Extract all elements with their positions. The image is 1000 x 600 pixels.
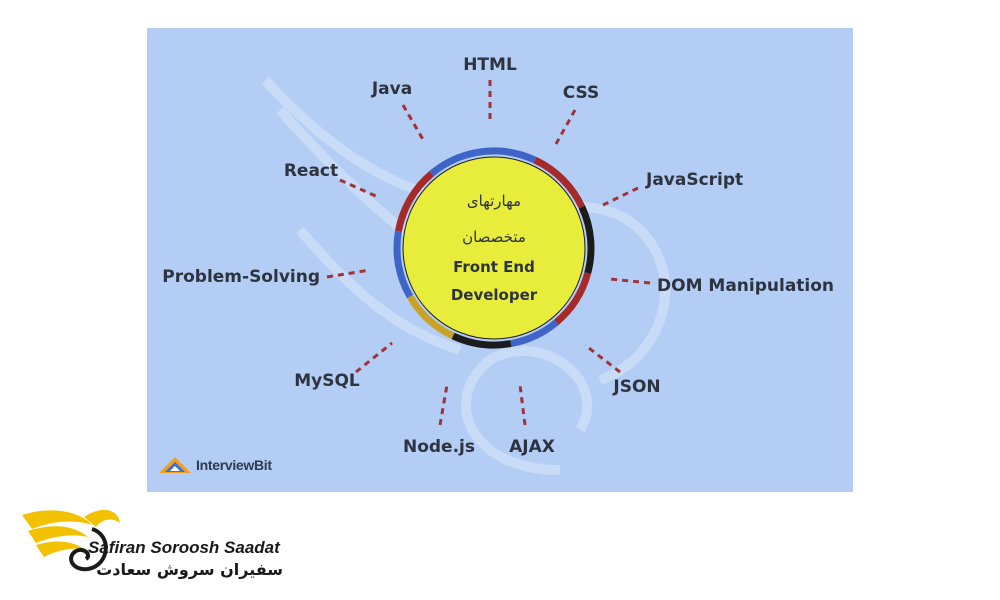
connector-ajax [518, 384, 527, 426]
interviewbit-logo: InterviewBit [158, 456, 272, 474]
ring-segment-4 [510, 319, 559, 347]
skill-problem-solving: Problem-Solving [162, 267, 320, 287]
skill-html: HTML [463, 55, 517, 75]
skill-dom-manipulation: DOM Manipulation [657, 276, 834, 296]
ring-segment-5 [451, 332, 512, 349]
connector-java [401, 104, 427, 144]
skill-react: React [284, 161, 338, 181]
center-circle [402, 156, 586, 340]
skill-ajax: AJAX [509, 437, 555, 457]
connector-json [584, 343, 621, 374]
connector-css [554, 109, 577, 145]
center-ring [393, 147, 595, 349]
connector-react [339, 178, 381, 200]
connector-javascript [602, 186, 639, 207]
connector-mysql [355, 341, 393, 374]
ring-segment-3 [554, 272, 592, 325]
center-title-fa-line2: متخصصان [462, 228, 526, 246]
ring-segment-9 [429, 149, 478, 177]
ring-segment-8 [395, 171, 434, 232]
skill-java: Java [371, 79, 412, 99]
center-title-line3: Front End [453, 258, 535, 276]
ring-segment-6 [406, 294, 455, 340]
ring-segment-1 [533, 156, 586, 209]
skill-nodejs: Node.js [403, 437, 475, 457]
connector-dom [609, 277, 651, 285]
skill-css: CSS [563, 83, 600, 103]
interviewbit-logo-text: InterviewBit [196, 457, 272, 473]
center-title-fa-line1: مهارتهای [467, 192, 521, 210]
interviewbit-logo-icon [159, 457, 191, 473]
center-title-line4: Developer [451, 286, 538, 304]
connector-nodejs [438, 384, 449, 426]
connector-lines [326, 80, 651, 426]
ring-segment-2 [578, 205, 595, 275]
connector-problem [326, 268, 371, 279]
ring-segment-0 [476, 147, 537, 164]
bird-logo-icon [22, 509, 120, 572]
brand-name-en: Safiran Soroosh Saadat [88, 538, 280, 557]
skill-json: JSON [612, 377, 660, 397]
brand-name-fa: سفیران سروش سعادت [96, 560, 283, 579]
skill-javascript: JavaScript [645, 170, 743, 190]
ring-segment-7 [393, 230, 414, 299]
skill-mysql: MySQL [294, 371, 360, 391]
